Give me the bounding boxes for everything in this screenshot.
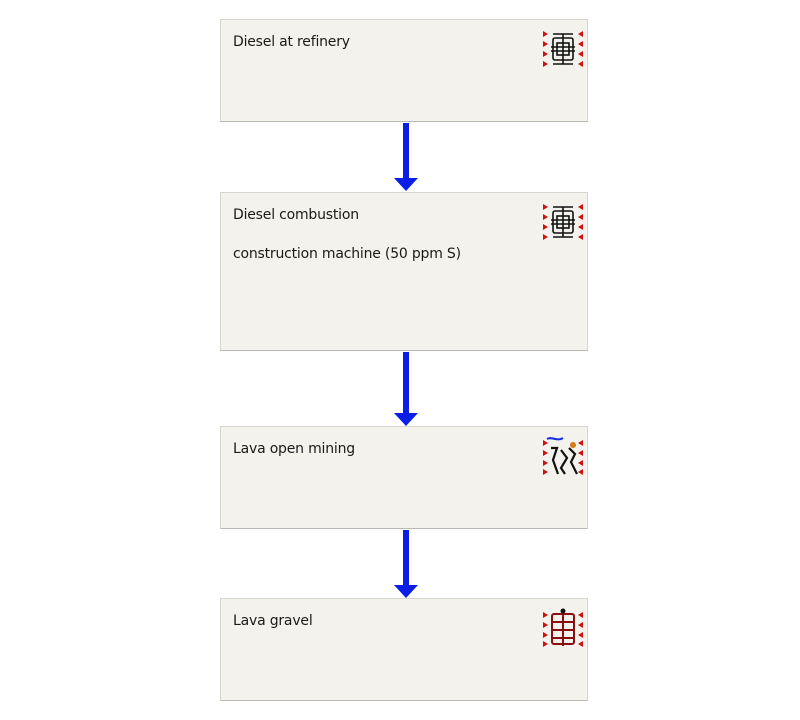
node-label: Diesel at refinery: [233, 34, 350, 50]
process-node-diesel-at-refinery[interactable]: Diesel at refinery: [220, 19, 588, 122]
process-node-lava-gravel[interactable]: Lava gravel: [220, 598, 588, 701]
flow-arrow: [394, 352, 418, 426]
unit-process-icon: [543, 204, 583, 240]
node-label: Diesel combustion: [233, 207, 359, 223]
process-node-lava-open-mining[interactable]: Lava open mining: [220, 426, 588, 529]
unit-process-icon: [543, 31, 583, 67]
process-node-diesel-combustion[interactable]: Diesel combustion construction machine (…: [220, 192, 588, 351]
node-label: Lava open mining: [233, 441, 355, 457]
flow-arrow: [394, 123, 418, 191]
mining-process-icon: [543, 437, 583, 475]
node-label: Lava gravel: [233, 613, 313, 629]
flow-arrow: [394, 530, 418, 598]
product-process-icon: [543, 608, 583, 647]
node-label-line-2: construction machine (50 ppm S): [233, 246, 461, 262]
